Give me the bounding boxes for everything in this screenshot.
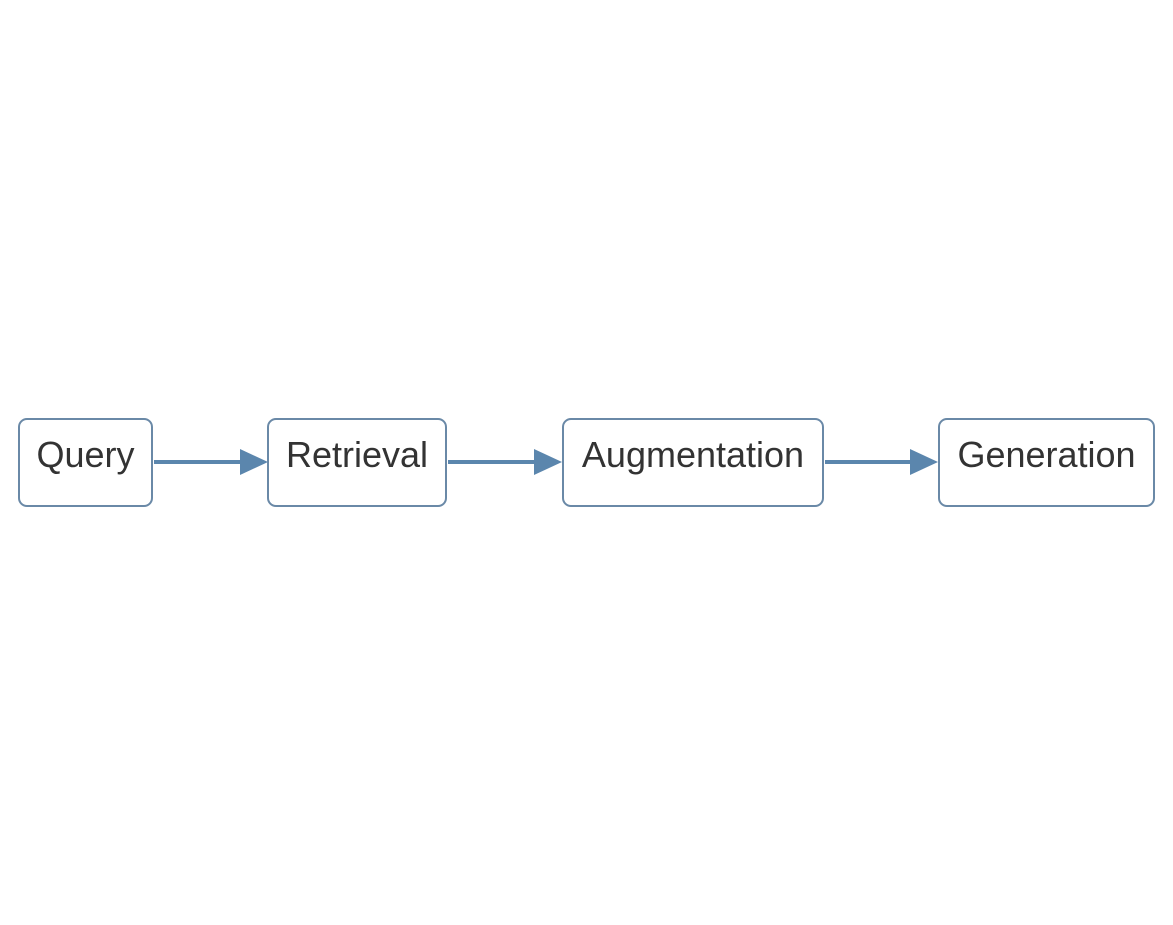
node-augmentation: Augmentation: [562, 418, 824, 507]
edge-augmentation-to-generation: [825, 449, 938, 475]
node-retrieval: Retrieval: [267, 418, 447, 507]
node-augmentation-label: Augmentation: [581, 433, 805, 475]
arrowhead-icon: [534, 449, 562, 475]
node-retrieval-label: Retrieval: [285, 433, 429, 475]
arrowhead-icon: [910, 449, 938, 475]
edge-retrieval-to-augmentation: [448, 449, 562, 475]
arrowhead-icon: [240, 449, 268, 475]
node-generation: Generation: [938, 418, 1155, 507]
node-generation-label: Generation: [957, 433, 1136, 475]
edge-query-to-retrieval: [154, 449, 268, 475]
node-query: Query: [18, 418, 153, 507]
node-query-label: Query: [36, 433, 135, 475]
